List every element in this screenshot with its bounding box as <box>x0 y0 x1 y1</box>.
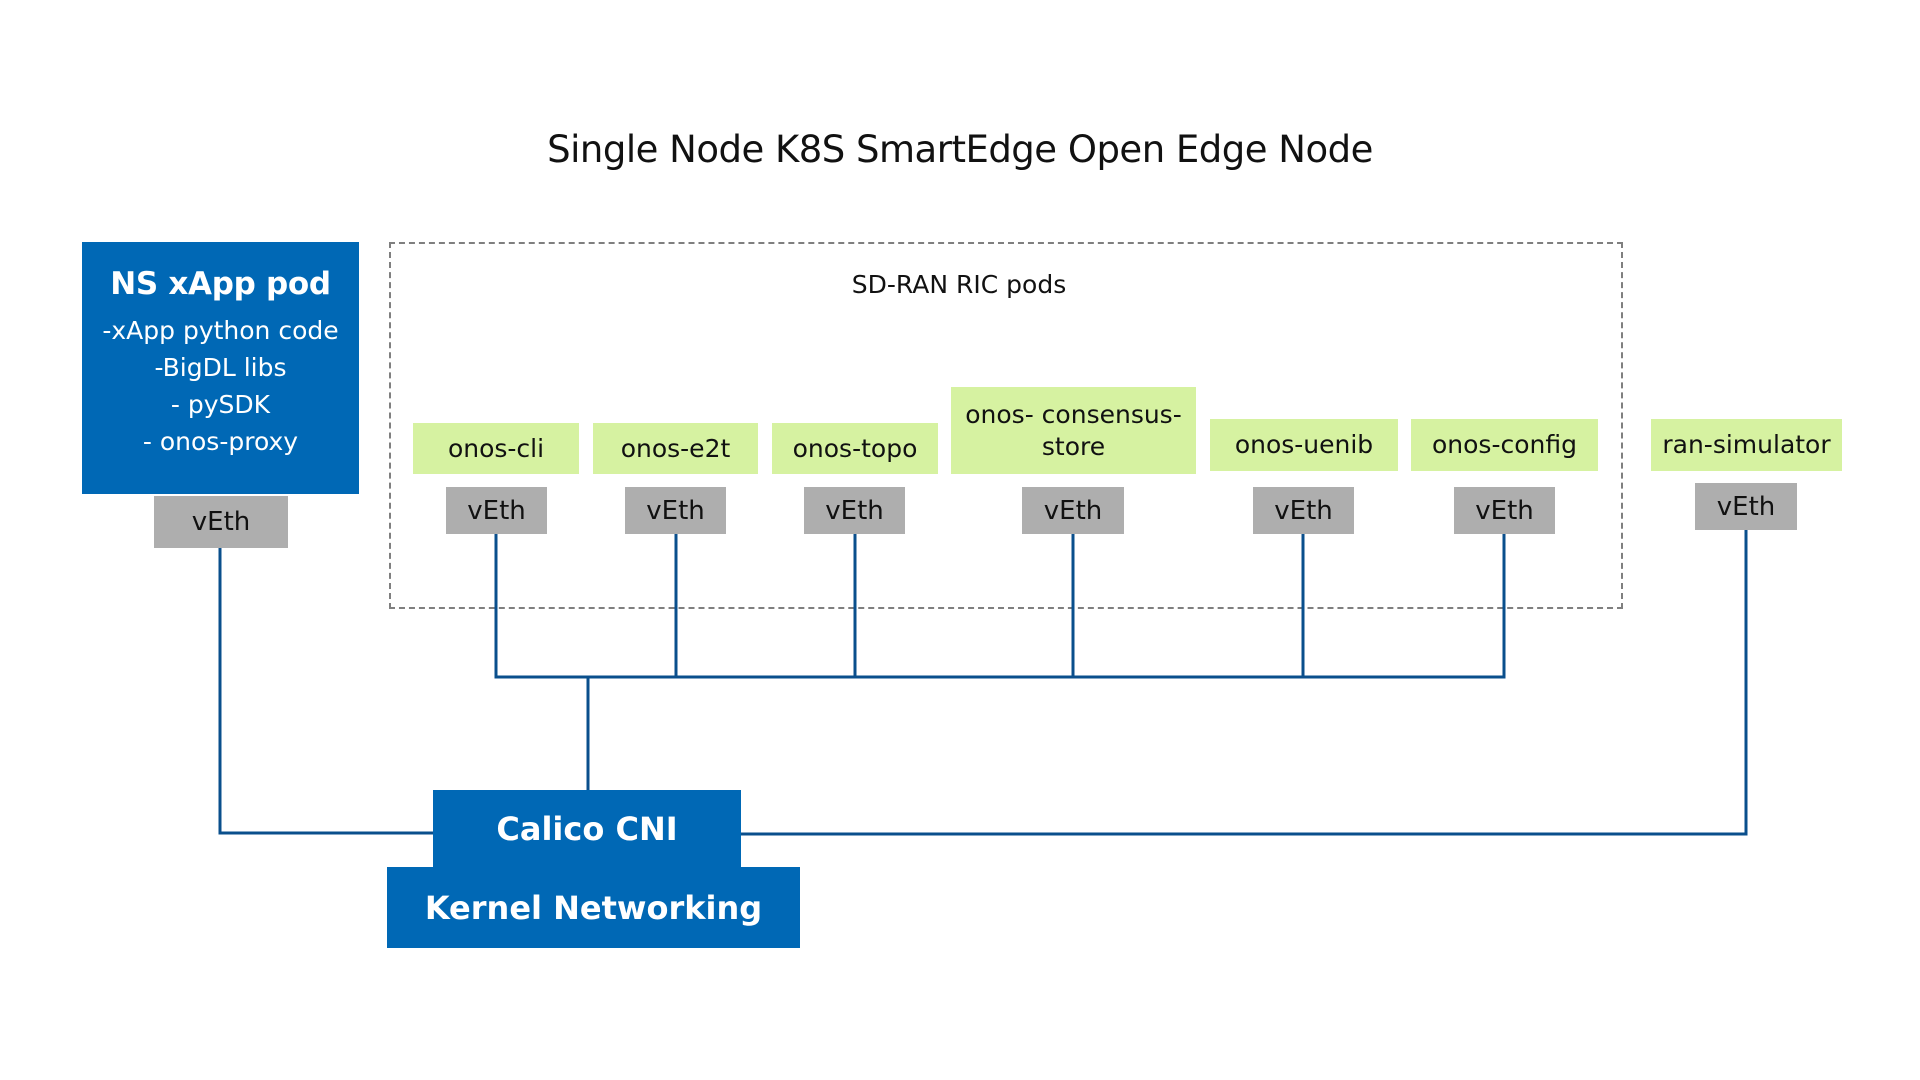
ric-pods-group <box>389 242 1623 609</box>
veth-onos-cli: vEth <box>446 487 547 534</box>
veth-onos-topo: vEth <box>804 487 905 534</box>
diagram-title: Single Node K8S SmartEdge Open Edge Node <box>547 128 1373 171</box>
veth-ran-simulator: vEth <box>1695 483 1797 530</box>
pod-onos-cli: onos-cli <box>413 423 579 474</box>
pod-onos-topo: onos-topo <box>772 423 938 474</box>
wire-ns-xapp-to-calico <box>218 548 433 835</box>
pod-onos-e2t: onos-e2t <box>593 423 758 474</box>
calico-cni: Calico CNI <box>433 790 741 867</box>
ns-xapp-pod-title: NS xApp pod <box>110 266 331 302</box>
ns-xapp-pod-item: -xApp python code <box>102 316 339 345</box>
kernel-networking: Kernel Networking <box>387 867 800 948</box>
pod-onos-consensus-store: onos- consensus-store <box>951 387 1196 474</box>
pod-ran-simulator: ran-simulator <box>1651 419 1842 471</box>
veth-onos-e2t: vEth <box>625 487 726 534</box>
veth-onos-uenib: vEth <box>1253 487 1354 534</box>
veth-onos-consensus-store: vEth <box>1022 487 1124 534</box>
ns-xapp-pod-item: - onos-proxy <box>142 427 299 456</box>
veth-onos-config: vEth <box>1454 487 1555 534</box>
wire-ran-simulator-to-calico <box>741 530 1748 836</box>
ns-xapp-pod-item: - pySDK <box>170 390 271 419</box>
ns-xapp-veth: vEth <box>154 496 288 548</box>
ric-pods-group-label: SD-RAN RIC pods <box>851 270 1067 299</box>
pod-onos-config: onos-config <box>1411 419 1598 471</box>
ns-xapp-pod-item: -BigDL libs <box>154 353 287 382</box>
pod-onos-uenib: onos-uenib <box>1210 419 1398 471</box>
ns-xapp-pod: NS xApp pod -xApp python code -BigDL lib… <box>82 242 359 494</box>
